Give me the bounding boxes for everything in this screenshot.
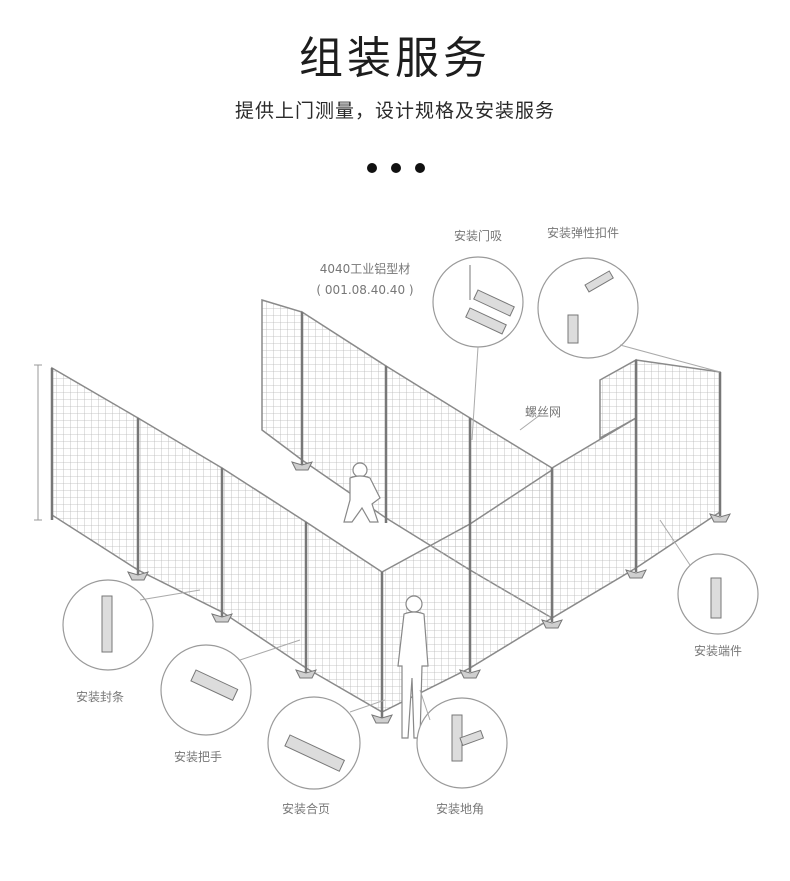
- fence-panel: [137, 416, 223, 614]
- door-latch-label: 安装门吸: [453, 229, 503, 243]
- end-cap-label: 安装端件: [693, 644, 743, 658]
- profile-code-label: ( 001.08.40.40 ): [316, 283, 414, 297]
- detail-parts: [101, 265, 722, 772]
- hinge-detail: [267, 696, 361, 790]
- dot: [391, 163, 401, 173]
- fence-panel: [635, 359, 721, 570]
- door-latch-detail: [432, 256, 524, 348]
- spring-clip-label: 安装弹性扣件: [546, 226, 620, 240]
- dimension-line: [34, 364, 42, 521]
- divider-dots: [367, 163, 425, 173]
- dot: [367, 163, 377, 173]
- fence-panel: [51, 366, 139, 572]
- page-title: 组装服务: [299, 33, 491, 84]
- page-subtitle: 提供上门测量，设计规格及安装服务: [234, 100, 555, 122]
- fence-panel: [261, 298, 303, 462]
- seal-strip-label: 安装封条: [75, 690, 125, 704]
- fence-panel: [381, 522, 471, 714]
- hinge-label: 安装合页: [281, 802, 331, 816]
- fence-panel: [551, 416, 637, 620]
- worker-figure-crouching: [343, 462, 381, 523]
- foot-label: 安装地角: [435, 802, 485, 816]
- wire-mesh-label: 螺丝网: [524, 405, 562, 419]
- fence-feet: [127, 461, 731, 724]
- dot: [415, 163, 425, 173]
- worker-figure-standing: [397, 595, 429, 739]
- fence-panel: [305, 520, 383, 714]
- handle-label: 安装把手: [173, 750, 223, 764]
- leader-lines: [139, 344, 721, 721]
- spring-clip-detail: [537, 257, 639, 359]
- detail-callouts: [62, 256, 759, 790]
- profile-name-label: 4040工业铝型材: [319, 262, 411, 276]
- handle-detail: [160, 644, 252, 736]
- fence-posts: [50, 312, 722, 718]
- fence-panel: [221, 466, 307, 670]
- fence-panels: [51, 298, 721, 714]
